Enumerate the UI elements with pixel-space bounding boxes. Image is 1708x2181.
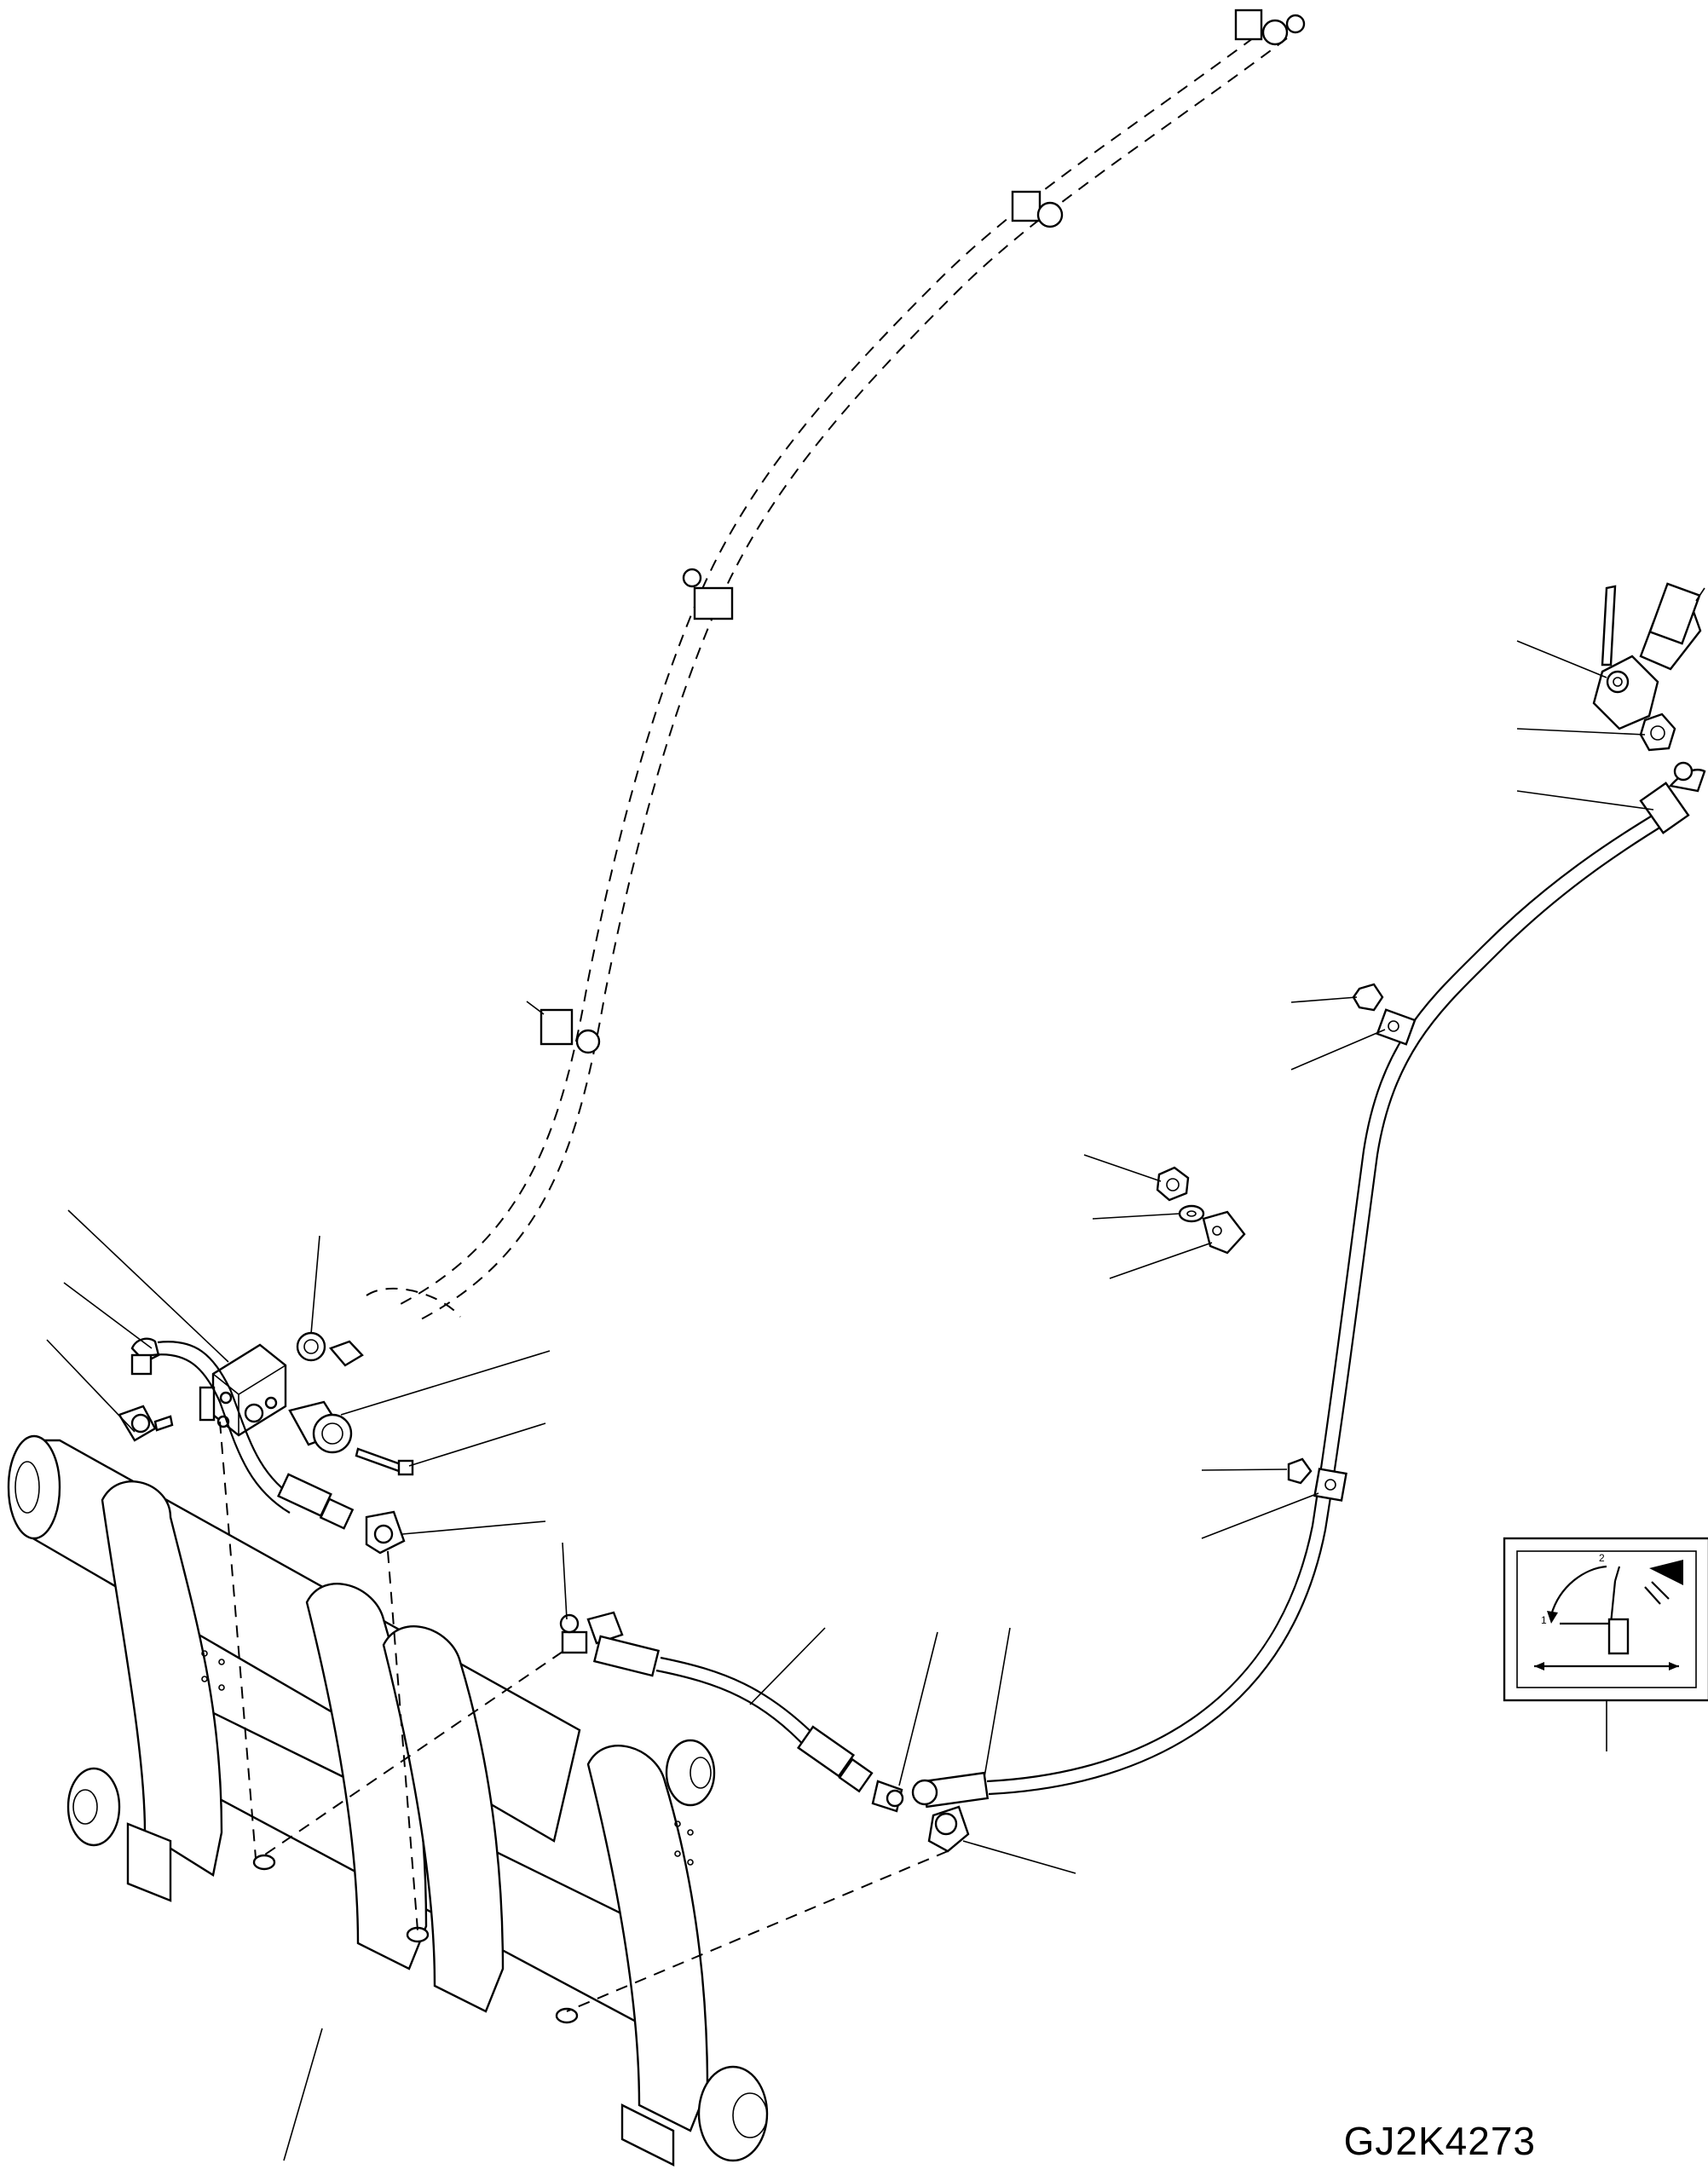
coupler-frame bbox=[7, 1434, 769, 2167]
operating-decal: 1 2 bbox=[1503, 1537, 1708, 1702]
loose-clamp bbox=[1202, 1210, 1246, 1255]
drawing-reference-code: GJ2K4273 bbox=[1343, 2119, 1536, 2163]
lower-adapter bbox=[871, 1780, 904, 1813]
dashed-hose-route bbox=[366, 25, 1288, 1322]
upper-clamp-1 bbox=[1234, 9, 1306, 46]
frame-connection-dashes bbox=[219, 1421, 949, 2012]
elbow-fitting-left bbox=[130, 1337, 160, 1376]
leader-lines bbox=[46, 587, 1705, 2161]
short-hose-left bbox=[151, 1341, 355, 1530]
ball-valve bbox=[1592, 582, 1702, 730]
elbow-fitting-center bbox=[365, 1510, 406, 1555]
small-tee-fitting bbox=[118, 1405, 174, 1442]
lower-hose bbox=[559, 1611, 874, 1793]
upper-clamp-4 bbox=[540, 1008, 601, 1054]
long-right-hose bbox=[911, 761, 1706, 1809]
upper-clamp-3 bbox=[682, 568, 734, 620]
right-clamp-nut-upper bbox=[1352, 983, 1384, 1012]
plug bbox=[296, 1331, 326, 1362]
right-hose-clamp-upper bbox=[1376, 1008, 1417, 1046]
decal-label-1: 1 bbox=[1541, 1614, 1547, 1626]
valve-block bbox=[199, 1343, 287, 1437]
lower-elbow bbox=[927, 1805, 970, 1853]
loose-washer bbox=[1178, 1204, 1205, 1223]
right-hose-clamp-lower bbox=[1313, 1468, 1347, 1502]
decal-label-2: 2 bbox=[1599, 1552, 1605, 1564]
right-clamp-bolt-lower bbox=[1287, 1457, 1313, 1485]
adapter-nut bbox=[328, 1340, 364, 1367]
loose-nut bbox=[1156, 1166, 1190, 1202]
long-bolt bbox=[355, 1447, 414, 1476]
swivel-fitting bbox=[288, 1400, 353, 1454]
upper-clamp-2 bbox=[1011, 190, 1064, 228]
ball-valve-adapter bbox=[1639, 713, 1676, 752]
